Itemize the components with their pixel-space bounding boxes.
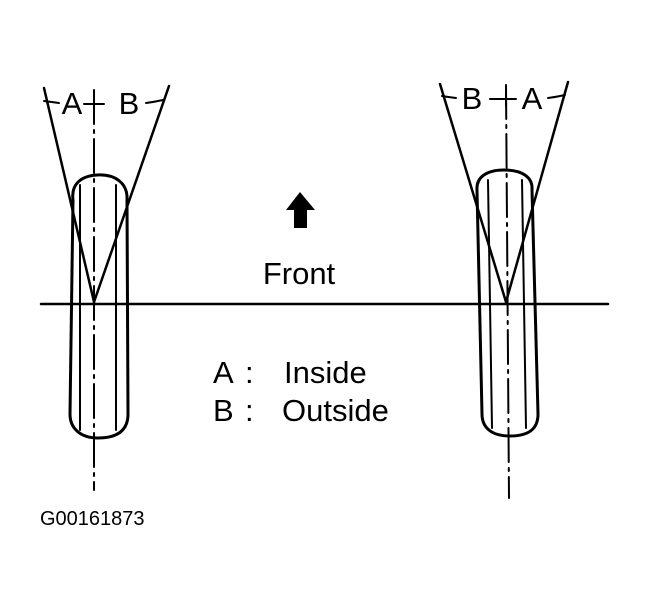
legend-separator: : — [245, 393, 254, 428]
left-label-a: A — [62, 86, 83, 121]
right-tire-tread-line — [521, 179, 527, 429]
right-tire — [475, 168, 540, 438]
front-arrow-icon — [286, 192, 315, 228]
left-tire — [68, 173, 130, 440]
right-angle-line-a — [504, 80, 570, 304]
right-label-b: B — [462, 81, 483, 116]
left-wheel-group: A B — [42, 84, 171, 491]
legend-text: Outside — [282, 393, 389, 428]
left-label-b: B — [119, 86, 140, 121]
legend-key: B — [213, 393, 234, 428]
left-angle-line-a — [42, 86, 96, 304]
legend-key: A — [213, 355, 234, 390]
right-wheel-group: B A — [438, 80, 570, 499]
right-dimension-arc — [547, 94, 566, 99]
right-wheel-centerline — [505, 84, 510, 499]
front-label: Front — [263, 256, 336, 291]
legend: A : Inside B : Outside — [213, 355, 389, 428]
left-dimension-arc — [145, 99, 164, 104]
right-dimension-arc — [441, 95, 457, 99]
right-tire-tread-line — [487, 179, 493, 429]
right-label-a: A — [522, 81, 543, 116]
legend-text: Inside — [284, 355, 367, 390]
left-angle-line-b — [92, 84, 171, 304]
left-dimension-arc — [43, 100, 60, 104]
right-angle-line-b — [438, 82, 508, 304]
figure-id: G00161873 — [40, 508, 145, 530]
legend-separator: : — [245, 355, 254, 390]
